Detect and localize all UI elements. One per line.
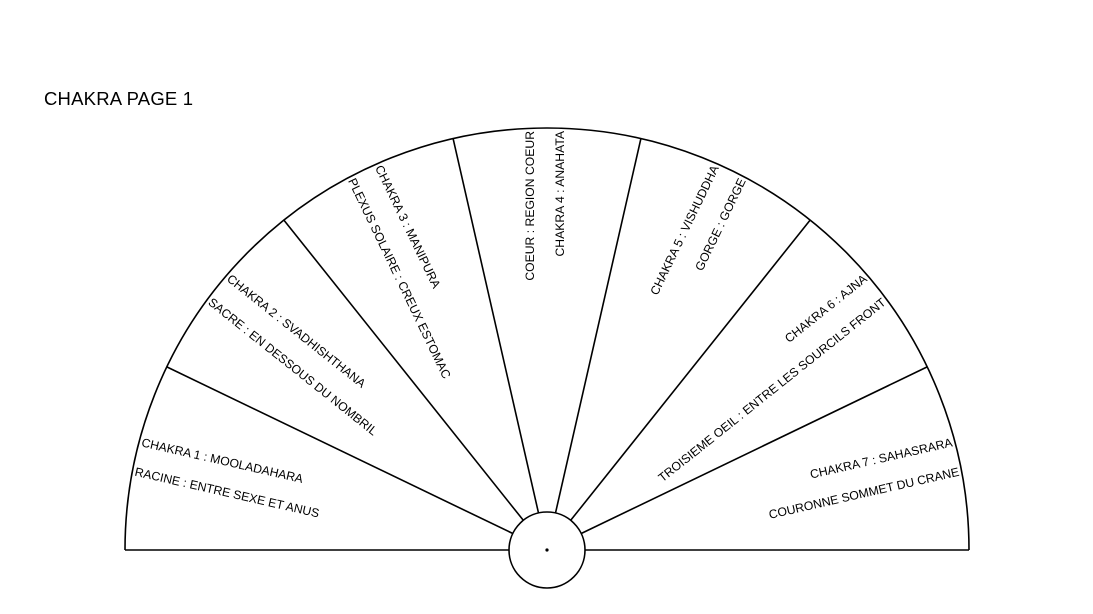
sector-divider-2	[283, 219, 524, 521]
sector-divider-4	[554, 138, 642, 514]
page-title: CHAKRA PAGE 1	[44, 88, 194, 109]
sector-divider-3	[452, 138, 540, 514]
sector-name-label-6: CHAKRA 6 : AJNA	[782, 271, 870, 345]
sector-divider-1	[166, 366, 514, 535]
sector-location-label-6: TROISIEME OEIL : ENTRE LES SOURCILS FRON…	[656, 295, 889, 485]
sector-name-label-4: CHAKRA 4 : ANAHATA	[553, 130, 567, 256]
outer-arc	[124, 127, 970, 551]
sector-divider-6	[580, 366, 928, 535]
sector-location-label-2: SACRE : EN DESSOUS DU NOMBRIL	[206, 295, 381, 438]
sector-location-label-7: COURONNE SOMMET DU CRANE	[767, 465, 960, 522]
sector-divider-5	[570, 219, 811, 521]
sector-location-label-4: COEUR : REGION COEUR	[523, 131, 537, 281]
center-dot	[545, 548, 549, 552]
